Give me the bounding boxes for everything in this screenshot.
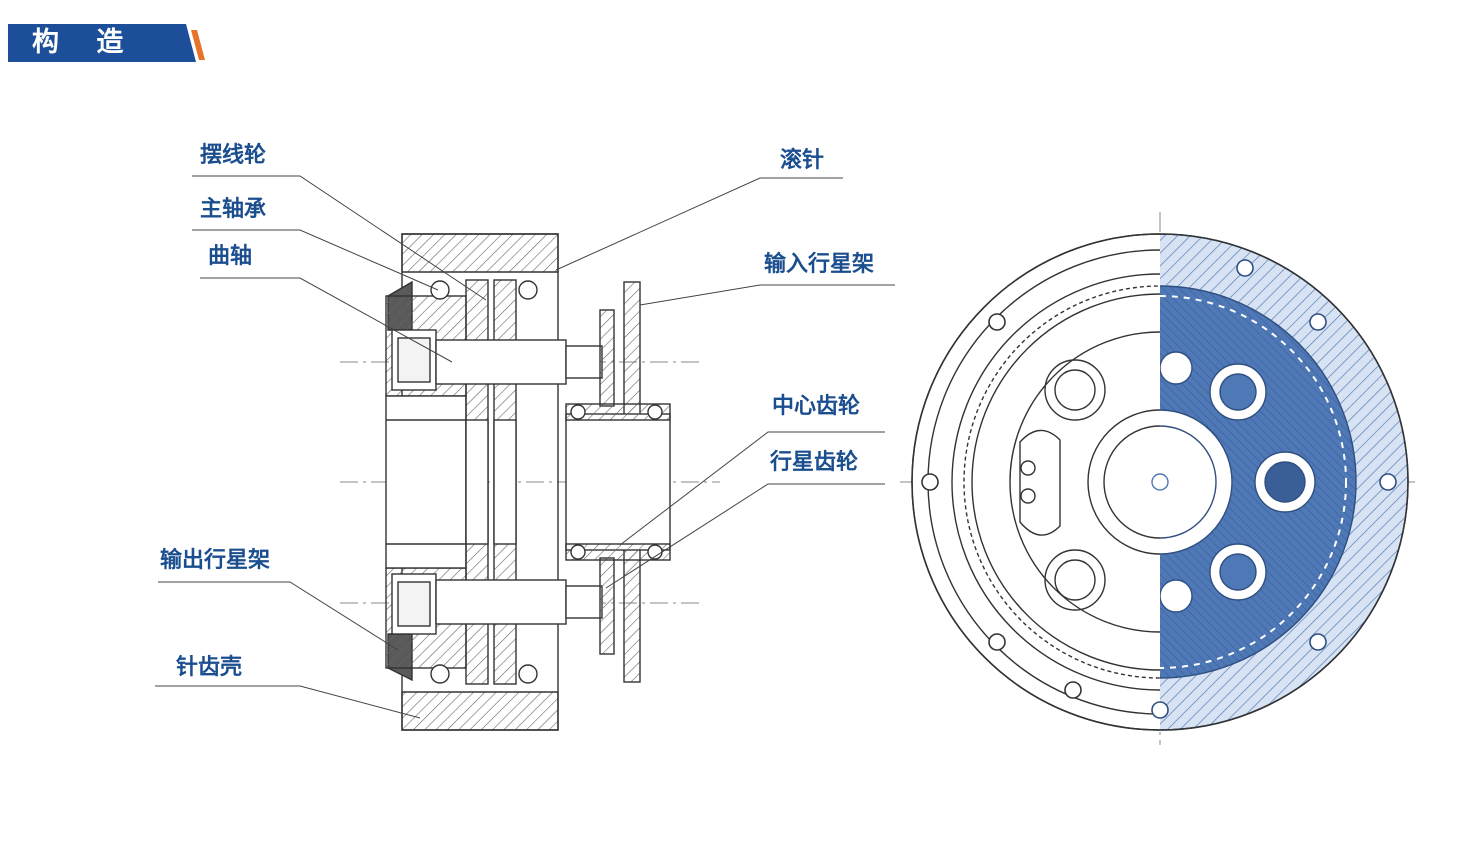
label-crankshaft: 曲轴 [208,244,253,269]
leader-lines [155,175,895,719]
front-view [900,212,1420,745]
section-title-tag: 构 造 [8,24,208,62]
housing-bottom [401,691,559,731]
label-sun-gear: 中心齿轮 [772,394,861,419]
label-cycloid-gear: 摆线轮 [200,143,267,168]
label-needle-roller: 滚针 [780,148,825,173]
label-input-planet-carrier: 输入行星架 [764,252,875,277]
label-planet-gear: 行星齿轮 [770,450,859,475]
section-title: 构 造 [32,27,138,58]
bolt-holes [921,313,1082,699]
housing-top [401,233,559,273]
label-output-planet-carrier: 输出行星架 [160,548,271,573]
title-banner-shape [8,24,205,62]
label-main-bearing: 主轴承 [200,197,267,222]
cross-section-view [340,233,720,731]
label-pin-gear-housing: 针齿壳 [176,655,243,680]
